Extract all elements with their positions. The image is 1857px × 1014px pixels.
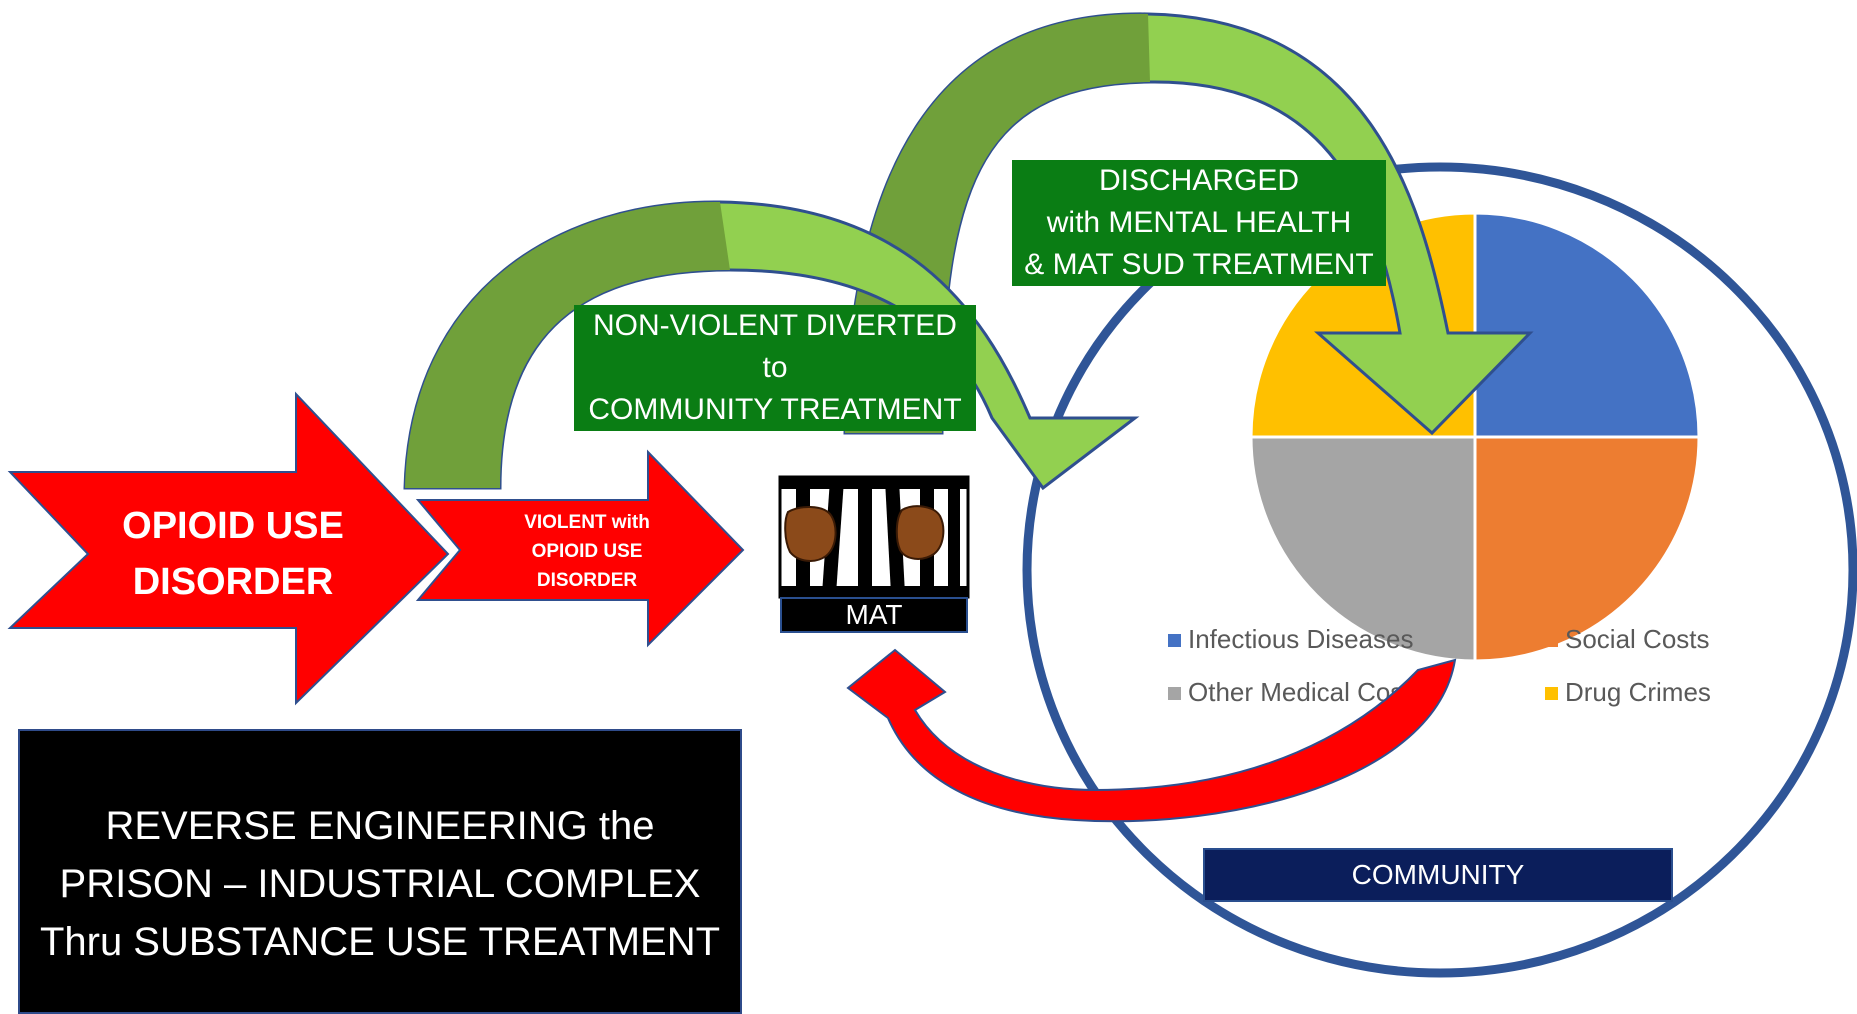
- legend-label: Infectious Diseases: [1188, 624, 1413, 654]
- violent-arrow: [415, 449, 745, 648]
- legend-swatch: [1545, 634, 1558, 647]
- pie-slice-infectious-diseases: [1473, 211, 1701, 439]
- return-red-arrow: [846, 648, 1457, 823]
- opioid-use-arrow: [7, 391, 450, 706]
- mat-label: MAT: [780, 597, 968, 633]
- title-text: REVERSE ENGINEERING the PRISON – INDUSTR…: [39, 804, 721, 964]
- community-label: COMMUNITY: [1203, 848, 1673, 902]
- community-circle: [1022, 162, 1857, 978]
- diverted-arch-shadow: [405, 201, 730, 488]
- fist-icon: [784, 505, 945, 562]
- legend-swatch: [1168, 634, 1181, 647]
- legend-label: Social Costs: [1565, 624, 1710, 654]
- discharged-label: DISCHARGED with MENTAL HEALTH & MAT SUD …: [1012, 160, 1386, 286]
- legend-label: Drug Crimes: [1565, 677, 1711, 707]
- pie-slice-other-medical-costs: [1249, 435, 1477, 663]
- legend-swatch: [1168, 687, 1181, 700]
- diverted-label: NON-VIOLENT DIVERTED to COMMUNITY TREATM…: [574, 305, 976, 431]
- prison-bars-icon: [778, 475, 970, 599]
- pie-slice-social-costs: [1473, 435, 1701, 663]
- opioid-use-disorder-label: OPIOID USE DISORDER: [122, 505, 344, 603]
- page-title: REVERSE ENGINEERING the PRISON – INDUSTR…: [18, 729, 742, 1014]
- legend-swatch: [1545, 687, 1558, 700]
- violent-label: VIOLENT with OPIOID USE DISORDER: [524, 512, 650, 591]
